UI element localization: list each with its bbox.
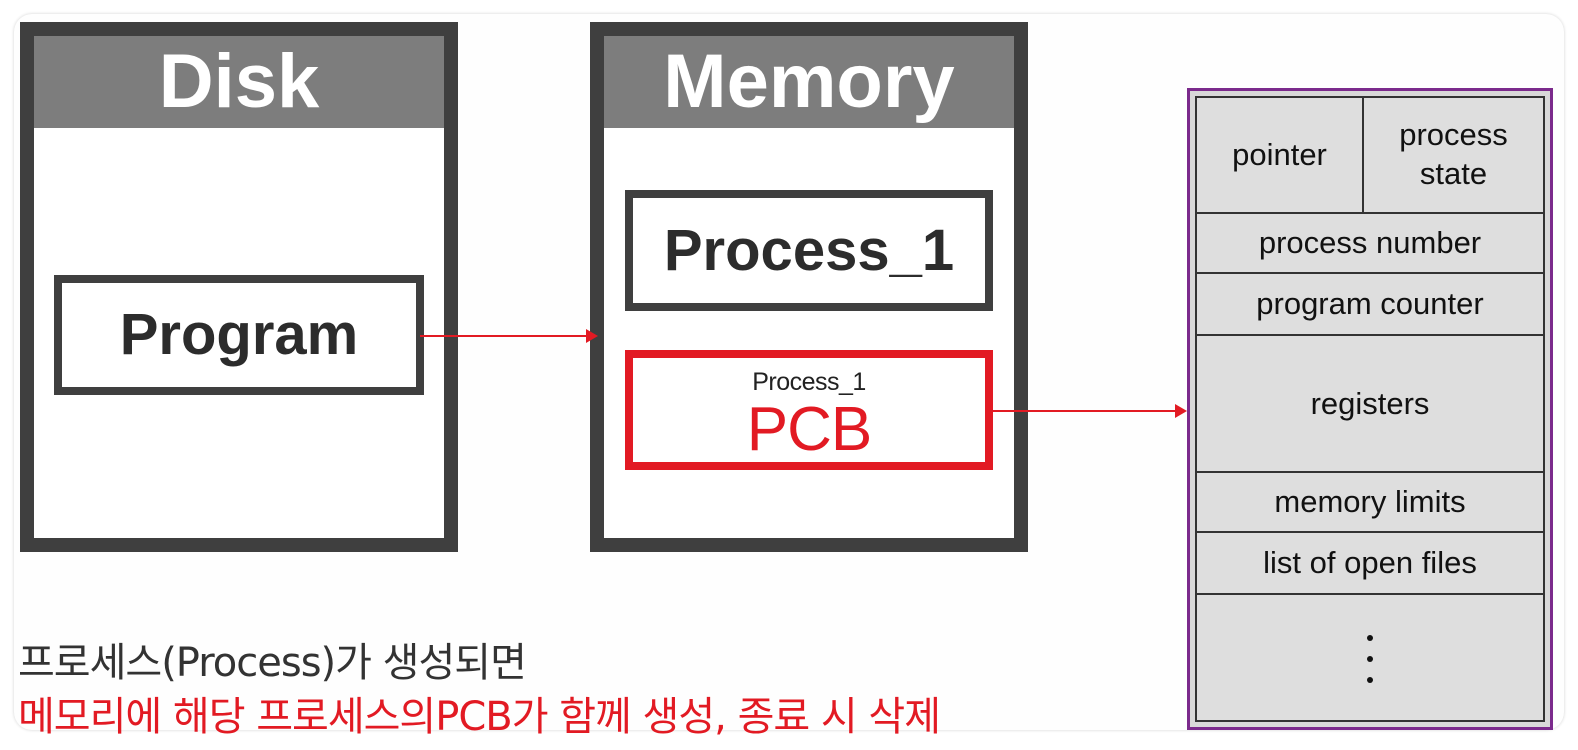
pcb-box: Process_1 PCB [625, 350, 993, 470]
pcb-label: PCB [746, 395, 872, 464]
disk-title: Disk [34, 36, 444, 128]
pcb-row-pointer-state: pointer process state [1197, 98, 1543, 214]
pcb-table-grid: pointer process state process number pro… [1195, 96, 1545, 722]
registers-row: registers [1197, 336, 1543, 473]
ellipsis-row [1197, 595, 1543, 723]
pcb-to-table-arrow [992, 404, 1187, 418]
caption-line-1: 프로세스(Process)가 생성되면 [18, 640, 527, 686]
process-state-cell: process state [1399, 117, 1508, 191]
program-box: Program [54, 275, 424, 395]
disk-box: Disk Program [20, 22, 458, 552]
memory-box: Memory Process_1 Process_1 PCB [590, 22, 1028, 552]
process-number-row: process number [1197, 214, 1543, 274]
pcb-table: pointer process state process number pro… [1187, 88, 1553, 730]
program-counter-row: program counter [1197, 274, 1543, 336]
program-to-memory-arrow [420, 329, 598, 343]
pointer-cell: pointer [1197, 98, 1364, 212]
caption-line-2: 메모리에 해당 프로세스의PCB가 함께 생성, 종료 시 삭제 [18, 694, 941, 740]
memory-limits-row: memory limits [1197, 473, 1543, 533]
process-box: Process_1 [625, 190, 993, 311]
pcb-process-label: Process_1 [752, 368, 866, 396]
open-files-row: list of open files [1197, 533, 1543, 595]
ellipsis-icon [1367, 635, 1373, 683]
memory-title: Memory [604, 36, 1014, 128]
